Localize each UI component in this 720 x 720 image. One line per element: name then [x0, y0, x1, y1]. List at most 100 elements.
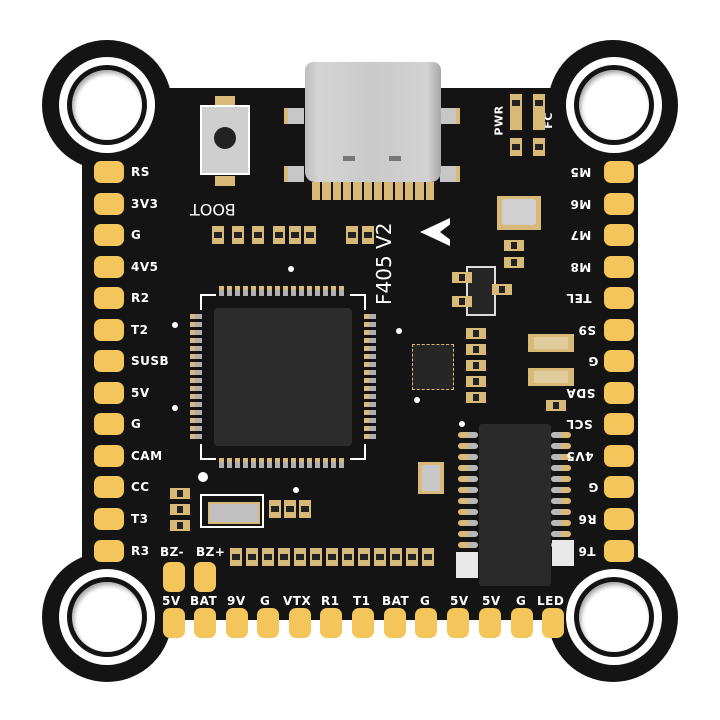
capacitor: [170, 520, 190, 531]
pad-g[interactable]: [511, 608, 533, 638]
pad-label: SCL: [566, 417, 593, 431]
pad-3v3[interactable]: [94, 193, 124, 215]
regulator-pin: [452, 272, 472, 283]
pwr-led: [510, 94, 522, 130]
capacitor: [299, 500, 311, 518]
pad-t6[interactable]: [604, 540, 634, 562]
capacitor: [346, 226, 358, 244]
pad-g[interactable]: [94, 413, 124, 435]
pad-label: G: [131, 228, 142, 242]
fiducial-dot: [414, 397, 420, 403]
fiducial-dot: [396, 328, 402, 334]
fiducial-dot: [288, 266, 294, 272]
mcu-chip: [214, 308, 352, 446]
pad-label: T3: [131, 512, 149, 526]
pad-9v[interactable]: [226, 608, 248, 638]
pad-label: TEL: [566, 291, 592, 305]
pad-label: M8: [570, 260, 592, 274]
jst-connector[interactable]: [552, 540, 574, 566]
pad-g[interactable]: [604, 350, 634, 372]
pad-m6[interactable]: [604, 193, 634, 215]
pad-t3[interactable]: [94, 508, 124, 530]
resistor-row: [230, 548, 434, 566]
mcu-pins-right: [364, 314, 376, 439]
pad-m5[interactable]: [604, 161, 634, 183]
pad-label: VTX: [283, 594, 312, 608]
mcu-pins-left: [190, 314, 202, 439]
mcu-pins-bottom: [219, 458, 344, 468]
pad-bz-minus[interactable]: [163, 562, 185, 592]
usb-tab: [284, 108, 304, 124]
pad-5v[interactable]: [94, 382, 124, 404]
pad-label: R6: [578, 512, 597, 526]
pad-r6[interactable]: [604, 508, 634, 530]
pad-m7[interactable]: [604, 224, 634, 246]
pad-label: R2: [131, 291, 150, 305]
pad-g[interactable]: [257, 608, 279, 638]
resistor: [533, 138, 545, 156]
pad-label: T6: [578, 544, 596, 558]
pad-vtx[interactable]: [289, 608, 311, 638]
capacitor: [504, 240, 524, 251]
resistor: [466, 328, 486, 339]
pad-label: S9: [578, 323, 596, 337]
usb-tab: [440, 108, 460, 124]
pad-r2[interactable]: [94, 287, 124, 309]
arrow-left-icon: [420, 218, 452, 246]
button-actuator-icon: [214, 127, 236, 149]
capacitor: [269, 500, 281, 518]
pad-t1[interactable]: [352, 608, 374, 638]
button-pad: [215, 176, 235, 186]
jst-connector[interactable]: [456, 552, 478, 578]
pad-tel[interactable]: [604, 287, 634, 309]
pad-bat[interactable]: [194, 608, 216, 638]
mount-hole-top-left-icon: [59, 57, 155, 153]
pad-r1[interactable]: [320, 608, 342, 638]
pad-label: G: [260, 594, 271, 608]
pad-g[interactable]: [94, 224, 124, 246]
pad-m8[interactable]: [604, 256, 634, 278]
pad-label: G: [588, 354, 599, 368]
mount-hole-bottom-right-icon: [566, 569, 662, 665]
pad-cam[interactable]: [94, 445, 124, 467]
pad-5v[interactable]: [163, 608, 185, 638]
ic-legs-right: [551, 432, 571, 548]
pad-g[interactable]: [415, 608, 437, 638]
pad-r3[interactable]: [94, 540, 124, 562]
pad-label: CAM: [131, 449, 163, 463]
pad-sda[interactable]: [604, 382, 634, 404]
capacitor: [546, 400, 566, 411]
pad-4v5[interactable]: [94, 256, 124, 278]
pad-bz-plus[interactable]: [194, 562, 216, 592]
pad-cc[interactable]: [94, 476, 124, 498]
capacitor: [273, 226, 285, 244]
pad-5v[interactable]: [447, 608, 469, 638]
pad-rs[interactable]: [94, 161, 124, 183]
pad-susb[interactable]: [94, 350, 124, 372]
mount-hole-top-right-icon: [566, 57, 662, 153]
pad-label: 9V: [227, 594, 246, 608]
pad-label: 4V5: [131, 260, 159, 274]
pad-t2[interactable]: [94, 319, 124, 341]
fiducial-dot: [198, 472, 208, 482]
pad-label: RS: [131, 165, 150, 179]
pad-label: G: [588, 480, 599, 494]
capacitor: [284, 500, 296, 518]
ic-legs-left: [458, 432, 478, 548]
pad-label: M5: [570, 165, 592, 179]
pad-s9[interactable]: [604, 319, 634, 341]
boot-button[interactable]: [200, 105, 250, 175]
pad-g[interactable]: [604, 476, 634, 498]
pad-4v5[interactable]: [604, 445, 634, 467]
pad-label: G: [420, 594, 431, 608]
pad-5v[interactable]: [479, 608, 501, 638]
pad-label: CC: [131, 480, 150, 494]
pad-label: R3: [131, 544, 150, 558]
usb-c-connector[interactable]: [305, 62, 441, 182]
resistor: [510, 138, 522, 156]
pad-bat[interactable]: [384, 608, 406, 638]
pad-led[interactable]: [542, 608, 564, 638]
pad-scl[interactable]: [604, 413, 634, 435]
pad-label: 5V: [482, 594, 501, 608]
pad-label: 4V5: [566, 449, 594, 463]
